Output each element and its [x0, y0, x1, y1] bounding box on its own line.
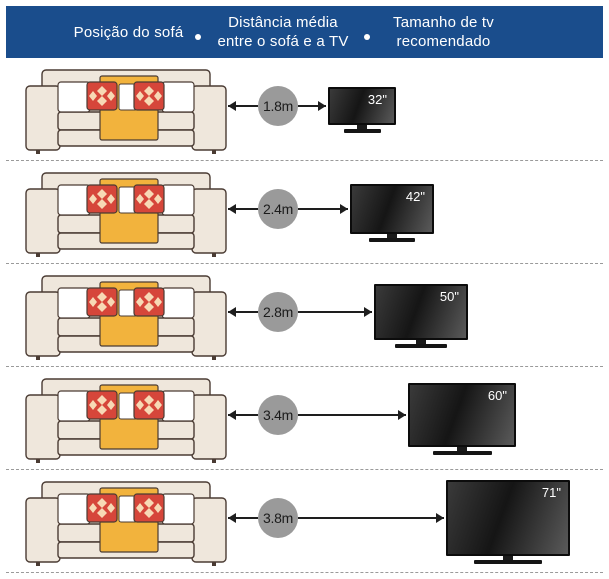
tv-icon: 42" — [350, 184, 434, 242]
distance-label: 3.4m — [263, 407, 293, 423]
header-col-sofa: Posição do sofá — [46, 6, 211, 58]
size-row: 2.8m 50" — [6, 264, 603, 367]
tv-size-label: 32" — [367, 92, 387, 107]
size-row: 1.8m 32" — [6, 58, 603, 161]
tv-screen: 42" — [350, 184, 434, 234]
distance-label: 3.8m — [263, 510, 293, 526]
distance-label: 2.4m — [263, 201, 293, 217]
sofa-icon — [25, 172, 227, 257]
distance-badge: 3.4m — [258, 395, 298, 435]
distance-arrow-right — [298, 513, 444, 523]
tv-icon: 60" — [408, 383, 516, 455]
bullet-icon — [195, 34, 201, 40]
tv-icon: 32" — [328, 87, 396, 133]
distance-arrow-left — [228, 307, 258, 317]
size-row: 2.4m 42" — [6, 161, 603, 264]
header-col-sofa-label: Posição do sofá — [73, 23, 184, 41]
distance-badge: 3.8m — [258, 498, 298, 538]
tv-size-label: 50" — [439, 289, 459, 304]
distance-badge: 2.4m — [258, 189, 298, 229]
tv-icon: 50" — [374, 284, 468, 348]
distance-arrow-right — [298, 410, 406, 420]
distance-arrow-right — [298, 307, 372, 317]
tv-stand-base — [395, 344, 447, 348]
distance-label: 1.8m — [263, 98, 293, 114]
distance-badge: 2.8m — [258, 292, 298, 332]
size-row: 3.4m 60" — [6, 367, 603, 470]
sofa-icon — [25, 275, 227, 360]
row-divider — [6, 160, 603, 161]
tv-stand-base — [369, 238, 415, 242]
bullet-icon — [364, 34, 370, 40]
tv-size-label: 71" — [541, 485, 561, 500]
tv-size-label: 60" — [487, 388, 507, 403]
header-col-distance: Distância média entre o sofá e a TV — [208, 6, 358, 58]
tv-stand-base — [474, 560, 542, 564]
tv-stand-neck — [503, 556, 513, 560]
tv-screen: 60" — [408, 383, 516, 447]
sofa-icon — [25, 481, 227, 566]
sofa-icon — [25, 378, 227, 463]
distance-arrow-right — [298, 101, 326, 111]
row-divider — [6, 366, 603, 367]
row-divider — [6, 469, 603, 470]
tv-stand-neck — [416, 340, 426, 344]
tv-screen: 71" — [446, 480, 570, 556]
tv-screen: 50" — [374, 284, 468, 340]
distance-badge: 1.8m — [258, 86, 298, 126]
tv-stand-neck — [357, 125, 367, 129]
header-col-tv: Tamanho de tv recomendado — [376, 6, 511, 58]
tv-stand-neck — [387, 234, 397, 238]
distance-arrow-left — [228, 204, 258, 214]
row-divider — [6, 263, 603, 264]
distance-arrow-left — [228, 101, 258, 111]
distance-arrow-left — [228, 410, 258, 420]
header-col-tv-label: Tamanho de tv recomendado — [393, 14, 494, 50]
tv-size-label: 42" — [405, 189, 425, 204]
sofa-icon — [25, 69, 227, 154]
tv-icon: 71" — [446, 480, 570, 564]
header-bar: Posição do sofá Distância média entre o … — [6, 6, 603, 58]
tv-stand-base — [343, 129, 381, 133]
distance-label: 2.8m — [263, 304, 293, 320]
distance-arrow-left — [228, 513, 258, 523]
tv-stand-neck — [457, 447, 467, 451]
row-divider — [6, 572, 603, 573]
header-col-distance-label: Distância média entre o sofá e a TV — [217, 14, 349, 50]
distance-arrow-right — [298, 204, 348, 214]
tv-stand-base — [432, 451, 492, 455]
size-row: 3.8m 71" — [6, 470, 603, 573]
tv-screen: 32" — [328, 87, 396, 125]
